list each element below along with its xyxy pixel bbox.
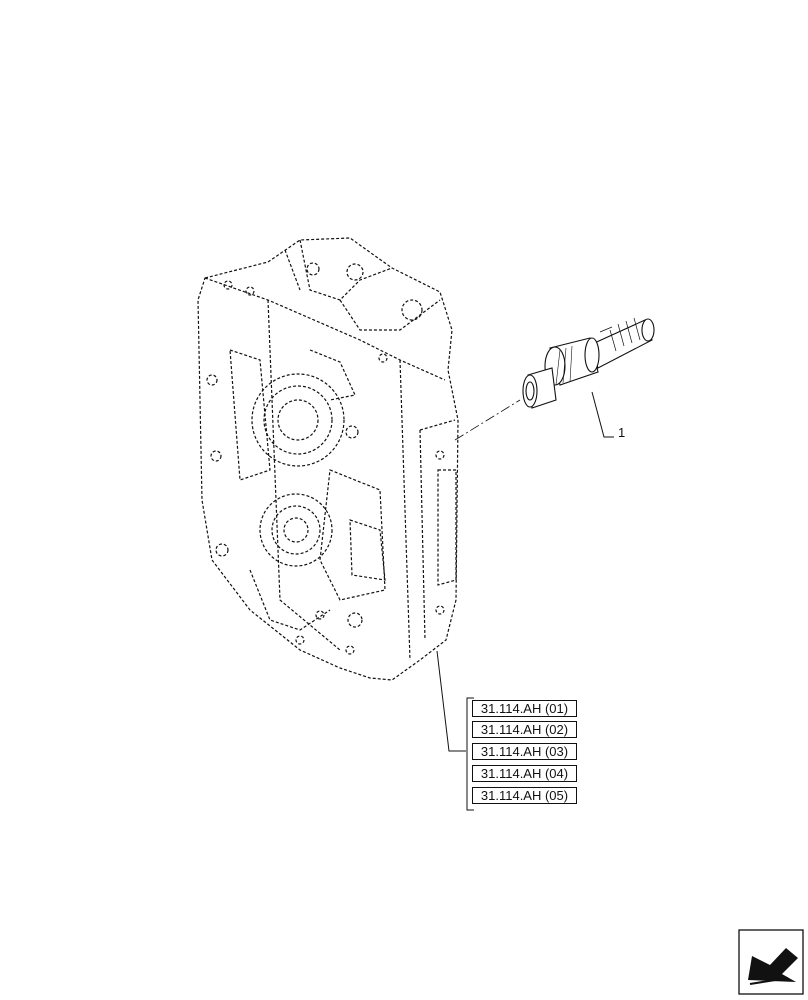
- reference-link-02[interactable]: 31.114.AH (02): [472, 721, 577, 738]
- axis-line: [454, 399, 521, 441]
- reference-link-04[interactable]: 31.114.AH (04): [472, 765, 577, 782]
- reference-leader-line: [436, 650, 466, 752]
- reference-link-05[interactable]: 31.114.AH (05): [472, 787, 577, 804]
- callout-label-1: 1: [618, 425, 626, 440]
- reference-bracket: [466, 697, 474, 811]
- reference-link-01[interactable]: 31.114.AH (01): [472, 700, 577, 717]
- arrow-icon[interactable]: [738, 929, 804, 995]
- pto-shaft[interactable]: [522, 317, 655, 409]
- callout-leader-line: [591, 391, 614, 438]
- gearbox-housing: [197, 237, 459, 681]
- reference-link-03[interactable]: 31.114.AH (03): [472, 743, 577, 760]
